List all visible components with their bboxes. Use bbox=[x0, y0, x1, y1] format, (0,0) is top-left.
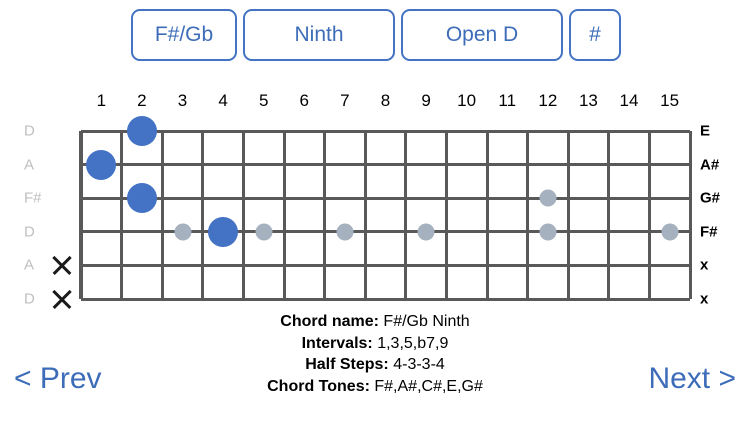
intervals-label: Intervals: bbox=[301, 334, 373, 352]
root-note-selector[interactable]: F#/Gb bbox=[131, 9, 237, 61]
fret-number-10: 10 bbox=[457, 91, 477, 110]
fret-number-6: 6 bbox=[299, 91, 309, 110]
chord-name-label: Chord name: bbox=[280, 313, 379, 330]
string-tuning-label-4: D bbox=[24, 223, 35, 241]
muted-string-x-6 bbox=[50, 287, 74, 311]
string-line-6 bbox=[81, 297, 690, 301]
string-note-label-2: A# bbox=[700, 156, 720, 174]
string-tuning-label-1: D bbox=[24, 122, 35, 140]
fret-number-11: 11 bbox=[498, 91, 517, 110]
fret-line-4 bbox=[241, 131, 245, 299]
next-chord-link[interactable]: Next > bbox=[648, 362, 736, 395]
scale-dot-s4f7[interactable] bbox=[336, 223, 354, 241]
chord-dot-s4f4[interactable] bbox=[208, 216, 239, 247]
fret-line-1 bbox=[120, 131, 124, 299]
fret-line-5 bbox=[282, 131, 286, 299]
chord-tones-label: Chord Tones: bbox=[267, 377, 370, 395]
fret-number-15: 15 bbox=[660, 91, 680, 110]
chord-dot-s2f1[interactable] bbox=[86, 149, 117, 180]
fret-number-4: 4 bbox=[218, 91, 228, 110]
nut-line bbox=[79, 131, 83, 299]
scale-dot-s4f9[interactable] bbox=[417, 223, 435, 241]
string-tuning-label-2: A bbox=[24, 156, 35, 174]
fret-line-9 bbox=[444, 131, 448, 299]
fret-number-14: 14 bbox=[619, 91, 639, 110]
chord-name-value: F#/Gb Ninth bbox=[383, 313, 470, 330]
string-note-label-1: E bbox=[700, 122, 711, 140]
half-steps-label: Half Steps: bbox=[305, 356, 389, 373]
scale-dot-s4f12[interactable] bbox=[539, 223, 557, 241]
chord-type-selector[interactable]: Ninth bbox=[243, 9, 395, 61]
chord-dot-s1f2[interactable] bbox=[126, 116, 157, 146]
fret-line-11 bbox=[526, 131, 530, 299]
fret-number-9: 9 bbox=[421, 91, 431, 110]
fret-number-7: 7 bbox=[340, 91, 350, 110]
string-note-label-3: G# bbox=[700, 189, 721, 207]
scale-dot-s4f15[interactable] bbox=[661, 223, 679, 241]
chord-info-block: Chord name: F#/Gb Ninth Intervals: 1,3,5… bbox=[0, 311, 750, 397]
chord-tones-row: Chord Tones: F#,A#,C#,E,G# bbox=[0, 376, 750, 398]
string-note-label-4: F# bbox=[700, 223, 718, 241]
string-line-3 bbox=[81, 196, 690, 200]
half-steps-row: Half Steps: 4-3-3-4 bbox=[0, 354, 750, 376]
half-steps-value: 4-3-3-4 bbox=[393, 356, 445, 373]
fret-line-12 bbox=[566, 131, 570, 299]
string-note-label-6: x bbox=[700, 290, 709, 308]
string-tuning-label-3: F# bbox=[24, 189, 42, 207]
fret-number-5: 5 bbox=[258, 91, 269, 110]
string-tuning-label-5: A bbox=[24, 256, 35, 274]
scale-dot-s3f12[interactable] bbox=[539, 189, 557, 207]
chord-selector-bar: F#/Gb Ninth Open D # bbox=[131, 9, 621, 61]
string-line-4 bbox=[81, 230, 690, 234]
fret-line-10 bbox=[485, 131, 489, 299]
fret-line-8 bbox=[404, 131, 408, 299]
fret-line-2 bbox=[160, 131, 164, 299]
fret-line-15 bbox=[688, 131, 692, 299]
intervals-value: 1,3,5,b7,9 bbox=[377, 334, 449, 352]
prev-chord-link[interactable]: < Prev bbox=[14, 362, 102, 395]
fret-line-3 bbox=[201, 131, 205, 299]
intervals-row: Intervals: 1,3,5,b7,9 bbox=[0, 333, 750, 355]
fret-number-8: 8 bbox=[380, 91, 391, 110]
fret-line-14 bbox=[647, 131, 651, 299]
string-line-1 bbox=[81, 129, 690, 133]
fret-number-1: 1 bbox=[96, 91, 107, 110]
fret-line-6 bbox=[323, 131, 327, 299]
string-line-2 bbox=[81, 163, 690, 167]
string-tuning-label-6: D bbox=[24, 290, 35, 308]
chord-dot-s3f2[interactable] bbox=[126, 183, 157, 214]
fret-number-3: 3 bbox=[177, 91, 188, 110]
tuning-selector[interactable]: Open D bbox=[401, 9, 563, 61]
accidental-toggle[interactable]: # bbox=[569, 9, 621, 61]
chord-tones-value: F#,A#,C#,E,G# bbox=[374, 377, 483, 395]
fret-number-13: 13 bbox=[578, 91, 598, 110]
fret-number-12: 12 bbox=[538, 91, 558, 110]
string-line-5 bbox=[81, 263, 690, 267]
muted-string-x-5 bbox=[50, 253, 74, 277]
fret-line-7 bbox=[363, 131, 367, 299]
chord-name-row: Chord name: F#/Gb Ninth bbox=[0, 311, 750, 333]
fretboard-grid bbox=[79, 116, 692, 301]
scale-dot-s4f3[interactable] bbox=[174, 223, 191, 241]
fret-line-13 bbox=[607, 131, 611, 299]
string-note-label-5: x bbox=[700, 256, 709, 274]
scale-dot-s4f5[interactable] bbox=[255, 223, 273, 241]
fret-number-2: 2 bbox=[137, 91, 147, 110]
